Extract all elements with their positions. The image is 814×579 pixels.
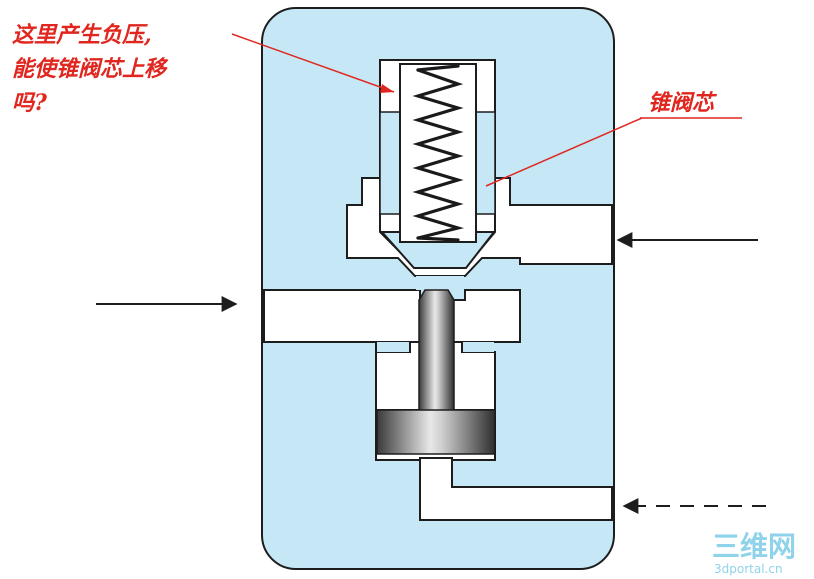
question-line-3: 吗? xyxy=(12,90,48,116)
poppet-core xyxy=(379,59,497,269)
question-line-1: 这里产生负压, xyxy=(12,22,152,48)
watermark-brand: 三维网 xyxy=(712,530,796,563)
poppet-leader-line xyxy=(485,117,643,187)
pilot-piston xyxy=(376,289,496,455)
poppet-label: 锥阀芯 xyxy=(648,90,718,116)
question-leader-line xyxy=(231,33,395,93)
spring-icon xyxy=(412,64,465,242)
question-line-2: 能使锥阀芯上移 xyxy=(12,56,169,82)
watermark-url: 3dportal.cn xyxy=(714,562,783,576)
